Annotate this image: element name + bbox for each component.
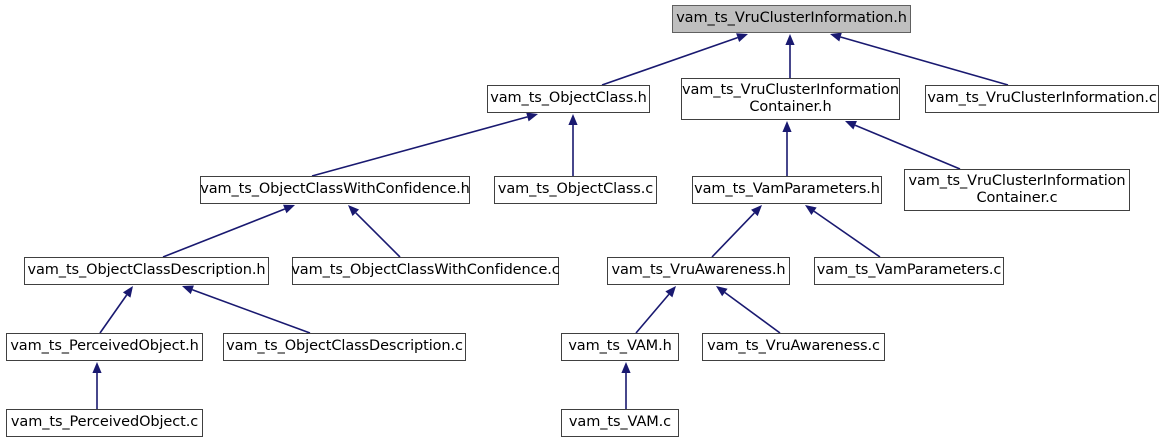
edge-arrowhead [805, 205, 817, 216]
edge-arrowhead [751, 205, 762, 217]
graph-node-label: vam_ts_VruAwareness.c [707, 338, 880, 355]
edge-arrowhead [526, 112, 538, 122]
graph-node-label: vam_ts_VruClusterInformation Container.h [682, 81, 900, 115]
graph-node-label: vam_ts_VAM.c [568, 414, 672, 431]
graph-node-label: vam_ts_VruClusterInformation.h [676, 10, 907, 27]
graph-node-vruaware_h[interactable]: vam_ts_VruAwareness.h [607, 257, 790, 285]
edge-arrowhead [716, 286, 728, 297]
graph-node-label: vam_ts_VAM.h [568, 338, 672, 355]
graph-node-ocwc_c[interactable]: vam_ts_ObjectClassWithConfidence.c [291, 257, 560, 285]
edge-arrowhead [348, 205, 360, 217]
edge-line [724, 291, 781, 334]
graph-node-label: vam_ts_ObjectClassWithConfidence.c [291, 262, 560, 279]
graph-node-ocd_c[interactable]: vam_ts_ObjectClassDescription.c [223, 333, 466, 361]
graph-node-root[interactable]: vam_ts_VruClusterInformation.h [672, 5, 911, 33]
edge-line [355, 212, 401, 258]
edge-line [711, 212, 755, 258]
edge-line [635, 293, 670, 334]
graph-node-percobj_h[interactable]: vam_ts_PerceivedObject.h [6, 333, 203, 361]
graph-node-vamparam_h[interactable]: vam_ts_VamParameters.h [692, 176, 882, 204]
edge-arrowhead [785, 34, 795, 45]
graph-node-vcic_h[interactable]: vam_ts_VruClusterInformation Container.h [681, 78, 900, 120]
graph-node-label: vam_ts_PerceivedObject.c [10, 414, 199, 431]
edge-line [854, 124, 961, 170]
edge-arrowhead [845, 120, 857, 130]
graph-node-objclass_h[interactable]: vam_ts_ObjectClass.h [487, 85, 650, 113]
graph-node-label: vam_ts_VruClusterInformation.c [927, 90, 1157, 107]
edge-arrowhead [736, 33, 748, 42]
graph-node-vci_c[interactable]: vam_ts_VruClusterInformation.c [925, 85, 1159, 113]
edge-arrowhead [621, 362, 631, 373]
graph-node-vcic_c[interactable]: vam_ts_VruClusterInformation Container.c [904, 169, 1130, 211]
graph-node-percobj_c[interactable]: vam_ts_PerceivedObject.c [6, 409, 203, 437]
graph-node-ocwc_h[interactable]: vam_ts_ObjectClassWithConfidence.h [200, 176, 470, 204]
graph-node-label: vam_ts_ObjectClassDescription.c [226, 338, 463, 355]
edge-arrowhead [92, 362, 102, 373]
edge-line [311, 116, 528, 177]
graph-node-vam_h[interactable]: vam_ts_VAM.h [561, 333, 679, 361]
graph-node-label: vam_ts_ObjectClass.c [497, 181, 654, 198]
graph-node-label: vam_ts_ObjectClassWithConfidence.h [200, 181, 470, 198]
graph-node-label: vam_ts_VamParameters.h [694, 181, 880, 198]
edge-line [99, 294, 128, 334]
graph-node-label: vam_ts_ObjectClassDescription.h [27, 262, 266, 279]
edge-arrowhead [568, 114, 578, 125]
edge-arrowhead [182, 285, 194, 295]
edge-arrowhead [830, 32, 842, 42]
graph-node-vruaware_c[interactable]: vam_ts_VruAwareness.c [702, 333, 885, 361]
edge-arrowhead [283, 204, 295, 214]
graph-node-vamparam_c[interactable]: vam_ts_VamParameters.c [814, 257, 1004, 285]
graph-node-objclass_c[interactable]: vam_ts_ObjectClass.c [494, 176, 657, 204]
graph-node-label: vam_ts_VruClusterInformation Container.c [908, 172, 1126, 206]
graph-node-vam_c[interactable]: vam_ts_VAM.c [561, 409, 679, 437]
edge-line [162, 208, 286, 258]
graph-node-ocd_h[interactable]: vam_ts_ObjectClassDescription.h [24, 257, 269, 285]
edge-arrowhead [782, 121, 792, 132]
graph-node-label: vam_ts_ObjectClass.h [490, 90, 647, 107]
edge-line [813, 210, 881, 258]
edge-line [192, 289, 311, 334]
edge-arrowhead [122, 286, 133, 298]
graph-node-label: vam_ts_VamParameters.c [816, 262, 1002, 279]
graph-node-label: vam_ts_PerceivedObject.h [10, 338, 199, 355]
edge-arrowhead [665, 286, 676, 298]
graph-node-label: vam_ts_VruAwareness.h [611, 262, 786, 279]
